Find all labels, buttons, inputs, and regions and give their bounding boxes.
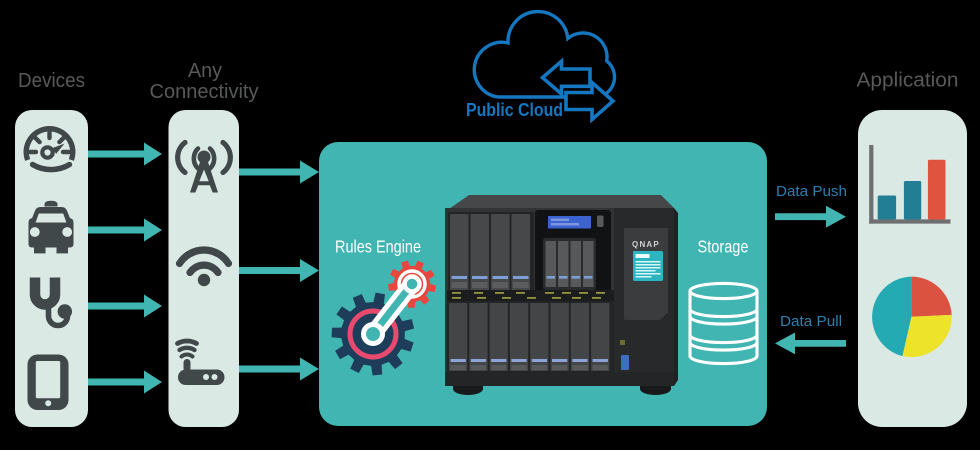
svg-text:Any: Any — [188, 60, 222, 82]
svg-text:QNAP: QNAP — [632, 240, 660, 249]
svg-text:Data Pull: Data Pull — [780, 314, 842, 330]
svg-text:Rules Engine: Rules Engine — [335, 237, 421, 257]
svg-text:Data Push: Data Push — [776, 184, 847, 200]
svg-text:Connectivity: Connectivity — [150, 80, 260, 103]
svg-text:Public Cloud: Public Cloud — [466, 100, 563, 120]
svg-text:Application: Application — [857, 70, 959, 92]
svg-text:Storage: Storage — [698, 237, 749, 257]
svg-text:Devices: Devices — [18, 70, 85, 92]
